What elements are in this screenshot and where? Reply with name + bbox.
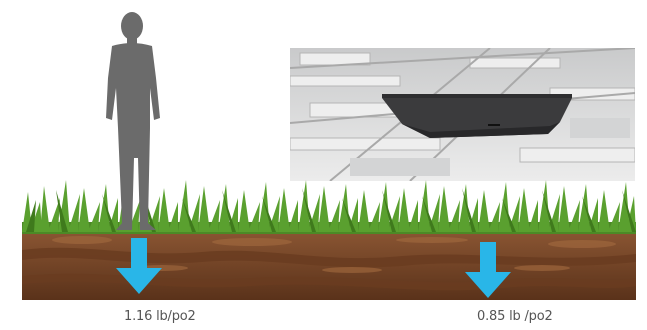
person-silhouette-icon bbox=[94, 8, 176, 233]
ceiling-device-image bbox=[290, 48, 635, 181]
person-pressure-label: 1.16 lb/po2 bbox=[124, 309, 196, 324]
ceiling-device-photo bbox=[290, 48, 635, 181]
down-arrow-icon bbox=[465, 242, 511, 298]
device-pressure-label: 0.85 lb /po2 bbox=[477, 309, 553, 324]
down-arrow-icon bbox=[116, 238, 162, 294]
